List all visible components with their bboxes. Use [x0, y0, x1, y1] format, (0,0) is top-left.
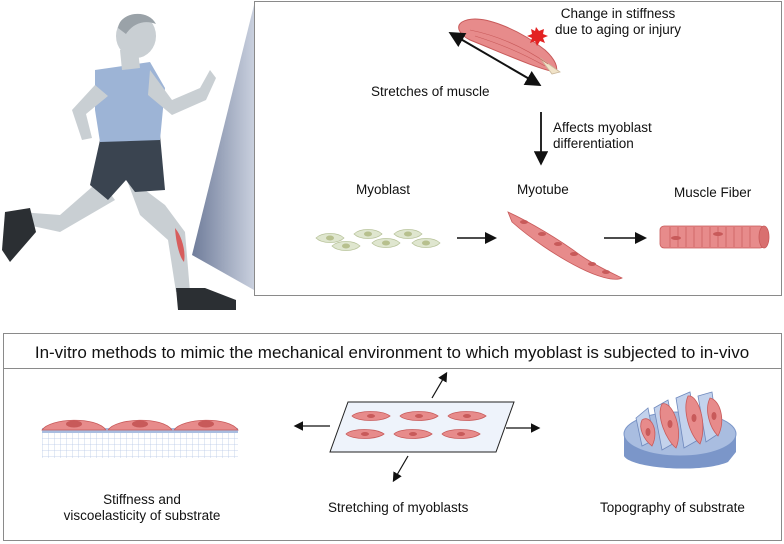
stiffness-substrate-line2: viscoelasticity of substrate	[63, 508, 221, 523]
myotube-icon	[507, 211, 623, 280]
affects-line2: differentiation	[553, 136, 634, 151]
stretches-of-muscle-label: Stretches of muscle	[371, 84, 490, 99]
stiffness-substrate-label: Stiffness and viscoelasticity of substra…	[42, 492, 242, 524]
topography-substrate-icon	[623, 391, 737, 469]
stiffness-substrate-line1: Stiffness and	[103, 492, 181, 507]
substrate-stiffness-icon	[41, 419, 239, 458]
stretch-double-arrow	[448, 31, 542, 87]
stretching-plate-icon	[329, 401, 515, 453]
stretching-myoblasts-label: Stretching of myoblasts	[328, 500, 469, 515]
muscle-fiber-icon	[659, 225, 770, 249]
myoblast-cluster-icon	[315, 229, 441, 251]
affects-differentiation-label: Affects myoblast differentiation	[553, 120, 652, 152]
affects-line1: Affects myoblast	[553, 120, 652, 135]
topography-substrate-label: Topography of substrate	[600, 500, 745, 515]
stiffness-change-label: Change in stiffness due to aging or inju…	[538, 6, 698, 38]
stiffness-change-line2: due to aging or injury	[554, 22, 682, 37]
top-panel	[254, 1, 782, 296]
myotube-label: Myotube	[517, 182, 569, 197]
bottom-panel	[3, 333, 782, 541]
stretch-arrow-up	[431, 371, 448, 399]
muscle-fiber-label: Muscle Fiber	[674, 185, 752, 200]
zoom-wedge	[192, 5, 254, 290]
stiffness-change-line1: Change in stiffness	[560, 6, 676, 21]
myoblast-label: Myoblast	[356, 182, 411, 197]
bottom-panel-title: In-vitro methods to mimic the mechanical…	[34, 343, 750, 362]
bottom-panel-divider	[3, 368, 782, 369]
stretch-arrow-down	[392, 455, 409, 483]
runner-illustration	[2, 13, 236, 310]
